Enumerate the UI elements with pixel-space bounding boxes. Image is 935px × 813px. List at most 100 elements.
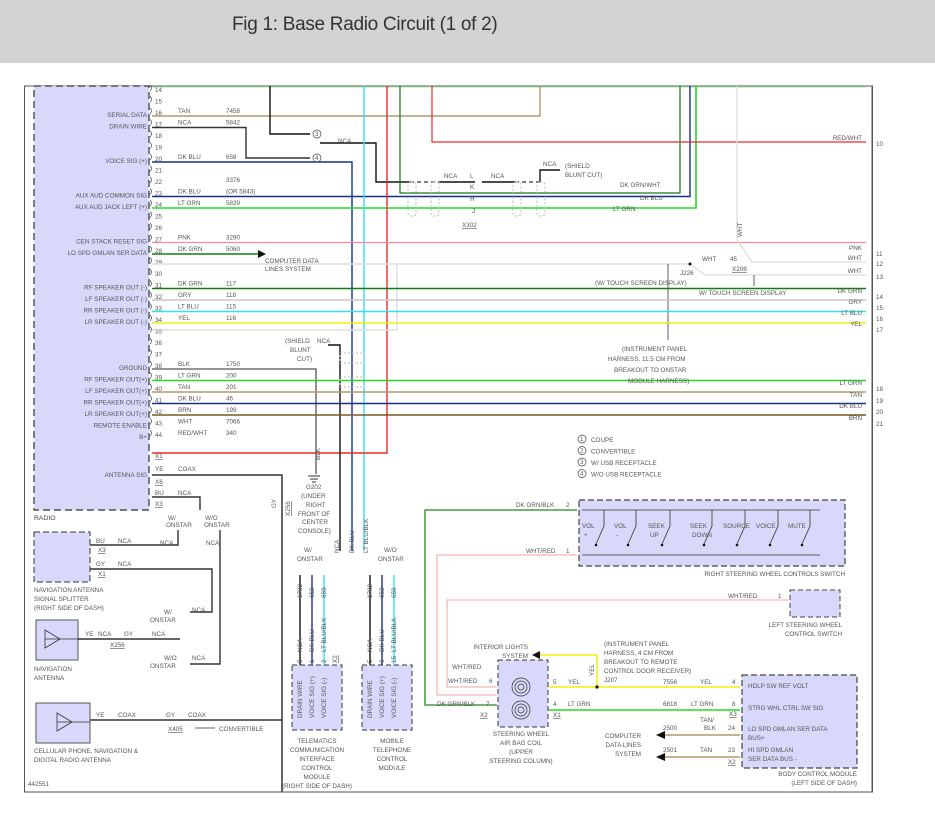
right-pin-number: 21 xyxy=(876,421,884,428)
radio-label: RADIO xyxy=(34,515,56,522)
swc-button-label: VOICE xyxy=(756,523,776,530)
bcm-signal: STRG WHL CTRL SW SIG xyxy=(748,705,824,712)
tcim-signal: VOICE SIG (-) xyxy=(321,678,328,718)
right-pin-number: 15 xyxy=(876,305,884,312)
connector-terminal-icon xyxy=(149,418,152,425)
svg-text:MODULE HARNESS): MODULE HARNESS) xyxy=(628,378,689,385)
cell-antenna-circ1: COAX xyxy=(118,712,137,719)
svg-text:FRONT OF: FRONT OF xyxy=(298,511,330,518)
right-wire-color: YEL xyxy=(850,321,862,328)
wire-usb-black xyxy=(269,86,310,135)
radio-pin-circuit: 658 xyxy=(226,154,237,161)
right-wire-color: DK BLU xyxy=(839,403,862,410)
radio-pin-wire-color: DK GRN xyxy=(178,246,203,253)
wire-dkgrnblk xyxy=(424,509,577,706)
connector-terminal-icon xyxy=(149,326,152,333)
splitter-x3: X3 xyxy=(98,547,106,554)
nav-antenna-label: NAVIGATION xyxy=(34,666,72,673)
interior-lights-label: SYSTEM xyxy=(502,653,528,660)
svg-text:NCA: NCA xyxy=(444,173,458,180)
connector-terminal-icon xyxy=(149,429,152,437)
bcm-color: LT GRN xyxy=(691,701,714,708)
connector-terminal-icon xyxy=(149,96,152,103)
connector-terminal-icon xyxy=(149,349,152,356)
swc-button-label: UP xyxy=(650,532,659,539)
connector-terminal-icon xyxy=(149,84,152,92)
computer-data-label-1: COMPUTER DATA xyxy=(265,258,319,265)
radio-pin-number: 37 xyxy=(155,352,163,359)
right-pin-number: 19 xyxy=(876,398,884,405)
svg-text:BLUNT CUT): BLUNT CUT) xyxy=(565,172,602,179)
bundle-w-onstar-2: ONSTAR xyxy=(297,556,323,563)
radio-pin-number: 41 xyxy=(155,398,163,405)
radio-pin-wire-color: YEL xyxy=(178,315,190,322)
swc-button-label: + xyxy=(584,532,588,539)
splitter-bu-circuit: NCA xyxy=(118,538,132,545)
connector-terminal-icon xyxy=(149,360,152,368)
bcm-color: TAN xyxy=(700,747,713,754)
radio-pin-number: 29 xyxy=(155,260,163,267)
connector-terminal-icon xyxy=(149,153,152,161)
wo-onstar-nca: NCA xyxy=(206,540,220,547)
radio-pin-number: 14 xyxy=(155,87,163,94)
svg-text:(W/ TOUCH SCREEN DISPLAY): (W/ TOUCH SCREEN DISPLAY) xyxy=(595,280,687,287)
legend-number-icon xyxy=(577,434,587,444)
mobile-module-label: MODULE xyxy=(379,765,406,772)
swc-button-label: SEEK xyxy=(648,523,666,530)
wire-antenna-coax xyxy=(152,474,283,792)
radio-pin-signal: B+ xyxy=(139,434,147,441)
mobile-module-label: TELEPHONE xyxy=(373,747,411,754)
bcm-label: BODY CONTROL MODULE xyxy=(778,771,857,778)
airbag-label: STEERING WHEEL xyxy=(493,731,550,738)
tcim-signal: DRAIN WIRE xyxy=(297,680,304,718)
x3-wire-circuit: NCA xyxy=(178,490,192,497)
onstar-option: ONSTAR xyxy=(166,522,192,529)
svg-text:BREAKOUT TO ONSTAR: BREAKOUT TO ONSTAR xyxy=(614,367,687,374)
telematics-module-label: COMMUNICATION xyxy=(290,747,345,754)
cell-antenna-x405: X405 xyxy=(168,726,183,733)
radio-pin-number: 30 xyxy=(155,271,163,278)
switch-contact-dot xyxy=(594,543,598,547)
tcim-circuit: 659 xyxy=(321,587,328,598)
connector-terminal-icon xyxy=(149,245,152,253)
radio-pin-circuit: 3376 xyxy=(226,177,241,184)
connector-terminal-icon xyxy=(149,406,152,414)
cell-antenna-label: DIGITAL RADIO ANTENNA xyxy=(34,757,112,764)
connector-terminal-icon xyxy=(149,291,152,299)
onstar-option: W/O xyxy=(205,515,218,522)
right-wire-color: WHT xyxy=(848,255,862,262)
wire-aux-common-dkblu xyxy=(152,86,691,198)
computer-data-label-2: LINES SYSTEM xyxy=(265,266,311,273)
nav-antenna-color1: YE xyxy=(85,631,93,638)
radio-pin-wire-color: LT GRN xyxy=(178,200,201,207)
connector-terminal-icon xyxy=(149,188,152,195)
svg-text:L: L xyxy=(470,173,474,180)
switch-contact xyxy=(736,510,746,545)
interior-lights-label: INTERIOR LIGHTS xyxy=(473,644,528,651)
svg-text:G202: G202 xyxy=(306,484,322,491)
mobile-module-label: CONTROL xyxy=(377,756,408,763)
onstar-option: W/ xyxy=(164,609,172,616)
right-wire-color: WHT xyxy=(848,268,862,275)
mtcm-signal: VOICE SIG (-) xyxy=(391,678,398,718)
rswc-pin2-color: DK GRN/BLK xyxy=(516,502,555,509)
svg-text:WHT: WHT xyxy=(737,223,744,237)
telematics-module-label: CONTROL xyxy=(302,765,333,772)
radio-pin-circuit: 118 xyxy=(226,292,237,299)
bcm-signal: BUS+ xyxy=(748,735,765,742)
rswc-pin1: 1 xyxy=(566,548,570,555)
nav-splitter-label: (RIGHT SIDE OF DASH) xyxy=(34,605,104,612)
connector-terminal-icon xyxy=(149,280,152,287)
radio-pin-signal: RF SPEAKER OUT(+) xyxy=(84,377,147,384)
wires xyxy=(78,86,873,792)
airbag-whtred-upper: WHT/RED xyxy=(452,664,482,671)
airbag-pin5: 5 xyxy=(553,679,557,686)
right-wire-color: RED/WHT xyxy=(833,135,863,142)
ground-g202: BLK G202 (UNDER RIGHT FRONT OF CENTER CO… xyxy=(298,447,331,535)
bcm-box xyxy=(741,674,858,769)
switch-contact-dot xyxy=(626,543,630,547)
cell-antenna-circ2: COAX xyxy=(188,712,207,719)
radio-pin-signal: CEN STACK RESET SIG xyxy=(76,239,147,246)
connector-terminal-icon xyxy=(149,130,152,138)
radio-pin-number: 39 xyxy=(155,375,163,382)
